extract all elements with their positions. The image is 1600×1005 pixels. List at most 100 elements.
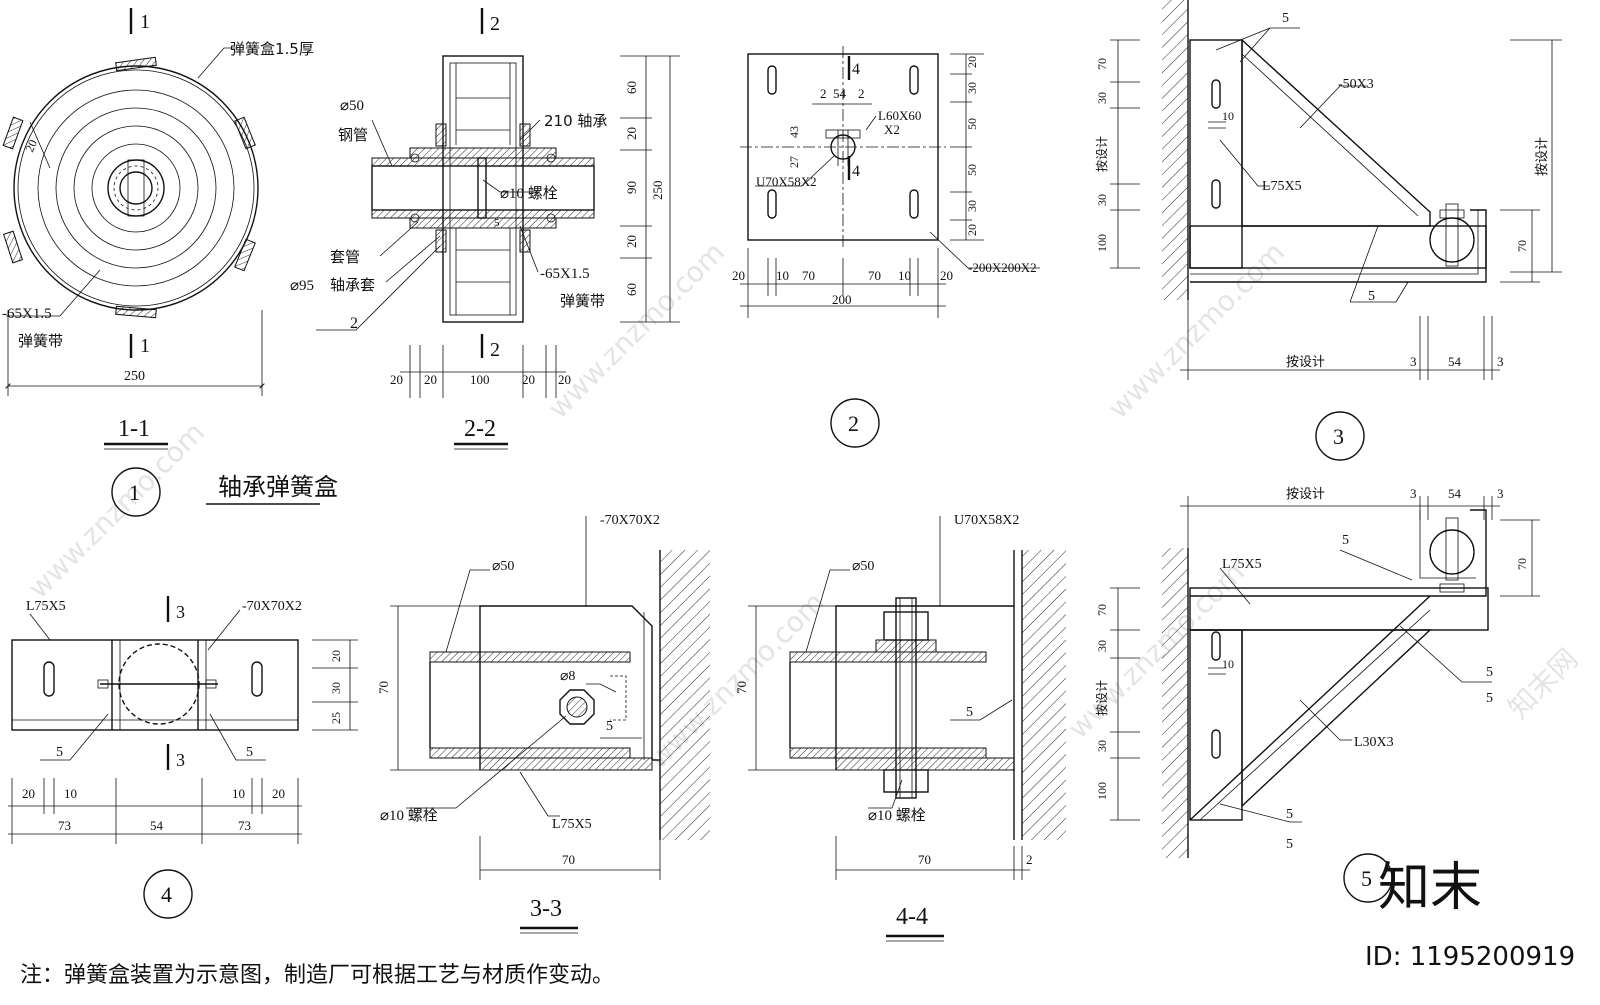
h70: 70 [562,852,575,867]
weld-label: 5 [1486,691,1493,706]
watermark-id: ID: 1195200919 [1365,942,1575,972]
watermark-text: 知末网 [1502,642,1585,725]
hdim: 54 [150,818,164,833]
watermark-text: www.znzmo.com [1102,236,1291,425]
box-label: 弹簧盒1.5厚 [230,40,314,58]
vdim: 30 [965,200,979,212]
hdim: 20 [22,786,35,801]
detail-marker-2 [830,398,880,448]
weld-label: 5 [1286,807,1293,822]
detail-number-5: 5 [1361,866,1372,891]
detail-4-top-view: 3 3 L75X5 -70X70X2 5 5 20 30 25 [8,596,358,919]
hdim: 20 [732,268,745,283]
section-2-2: 2 2 ⌀50 钢管 210 轴承 ⌀10 螺栓 5 套管 ⌀95 轴承套 2 … [290,8,680,450]
weld-label: 5 [56,745,63,760]
caption-1-1: 1-1 [118,416,150,442]
pipe-label: ⌀50 [492,559,514,574]
detail-3-bracket: 10 5 -50X3 L75X5 5 70 30 按设计 30 100 [1095,0,1562,461]
section-3-3: -70X70X2 ⌀50 ⌀8 5 ⌀10 螺栓 L75X5 70 70 3-3 [376,513,710,934]
vdim: 20 [965,224,979,236]
vdim: 50 [965,164,979,176]
bearing-label: 210 轴承 [544,112,607,130]
weld-label: 5 [1282,11,1289,26]
bearing-sleeve-label: 轴承套 [330,276,375,294]
weld-label: 5 [246,745,253,760]
weld-label: 5 [1342,533,1349,548]
hdim: 20 [558,372,571,387]
hdim: 10 [898,268,911,283]
detail-number-1: 1 [129,480,140,505]
detail-marker-5 [1343,853,1393,903]
cut-label: 1 [140,335,150,357]
vdim: 60 [624,81,639,94]
vdim: 90 [624,181,639,194]
hdim: 70 [802,268,815,283]
d10-label: 10 [1222,109,1234,123]
plate-label: -200X200X2 [968,260,1037,275]
hdim-total: 200 [832,292,852,307]
d10-label: 10 [1222,657,1234,671]
vdim: 50 [965,118,979,130]
top-dim: 2 [820,86,827,101]
hdim: 73 [58,818,71,833]
top-dim: 3 [1497,486,1504,501]
hdim: 10 [776,268,789,283]
bolt-label: ⌀10 螺栓 [868,807,926,824]
detail-2-plate: 4 4 2 54 2 43 27 L60X60 X2 U70X58X2 -200… [732,46,1040,448]
vdim: 30 [1095,740,1109,752]
weld-label: 5 [1286,837,1293,852]
top-dim: 54 [1448,486,1462,501]
pipe-label: ⌀50 [852,559,874,574]
vdim: 25 [329,712,343,724]
right-70: 70 [1515,558,1529,570]
weld-label: 5 [1368,289,1375,304]
vdim: 30 [1095,92,1109,104]
detail-marker-1 [111,467,161,517]
vdim: 按设计 [1095,136,1109,172]
strap-label: 弹簧带 [560,292,605,310]
detail1-title: 轴承弹簧盒 [218,473,338,501]
vdim: 30 [329,682,343,694]
channel-label: U70X58X2 [756,174,817,189]
bottom-dim: 按设计 [1286,355,1325,370]
cut-label: 1 [140,11,150,33]
side-dim: 43 [787,126,801,138]
weld-label: 5 [1486,665,1493,680]
angle-label: L75X5 [1222,557,1262,572]
angle-label: L75X5 [1262,179,1302,194]
hdim: 20 [390,372,403,387]
weld-label: 5 [606,719,613,734]
hdim: 10 [64,786,77,801]
vdim: 20 [624,235,639,248]
watermark-text: www.znzmo.com [542,236,731,425]
strap-label: 弹簧带 [18,332,63,350]
top-dim: 3 [1410,486,1417,501]
weld-label: 5 [966,705,973,720]
plate-label: -70X70X2 [242,599,302,614]
plate-label: -70X70X2 [600,513,660,528]
vdim-total: 250 [650,181,665,201]
detail-marker-3 [1315,411,1365,461]
bottom-dim: 3 [1497,354,1504,369]
detail-number-3: 3 [1333,424,1344,449]
vdim: 30 [965,82,979,94]
cut-label: 3 [176,750,185,770]
v70: 70 [734,681,749,694]
right-70: 70 [1515,240,1529,252]
cut-label: 2 [490,13,500,35]
angle-label: L75X5 [552,817,592,832]
vdim: 30 [1095,194,1109,206]
vdim: 70 [1095,604,1109,616]
cut-label: 3 [176,602,185,622]
side-dim: 27 [787,156,801,168]
footer-note: 注：弹簧盒装置为示意图，制造厂可根据工艺与材质作变动。 [20,963,614,988]
hdim: 20 [522,372,535,387]
hdim: 20 [272,786,285,801]
caption-2-2: 2-2 [464,416,496,442]
hdim: 10 [232,786,245,801]
cut-label: 4 [852,61,860,78]
vdim: 20 [329,650,343,662]
section-4-4: U70X58X2 ⌀50 5 ⌀10 螺栓 70 70 2 4-4 [734,513,1066,942]
detail-number-4: 4 [161,882,172,907]
detail-marker-4 [143,869,193,919]
